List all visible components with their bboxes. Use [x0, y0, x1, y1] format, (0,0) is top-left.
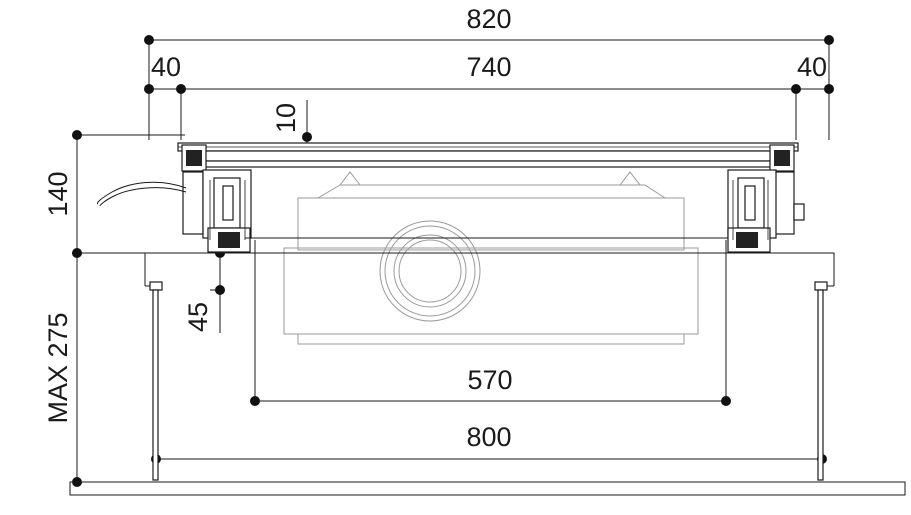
dim-projector-width: 570 [467, 365, 512, 395]
dim-top-gap: 10 [271, 103, 301, 133]
left-motor-assembly [97, 144, 730, 253]
dim-rod-spacing: 800 [466, 422, 511, 452]
dim-drop-offset: 45 [183, 302, 213, 332]
dimension-lines [76, 39, 830, 482]
ceiling-panel [69, 481, 906, 496]
projector [283, 171, 699, 345]
dim-frame-height: 140 [43, 171, 73, 216]
dim-inner-width: 740 [466, 52, 511, 82]
dim-overall-width: 820 [466, 4, 511, 34]
dim-left-offset: 40 [151, 52, 181, 82]
dim-max-drop: MAX 275 [43, 312, 73, 423]
ceiling-plate [177, 142, 799, 168]
suspension-bracket [144, 252, 835, 481]
dim-right-offset: 40 [797, 52, 827, 82]
dimension-dots [72, 35, 834, 487]
right-motor-assembly [727, 144, 805, 253]
